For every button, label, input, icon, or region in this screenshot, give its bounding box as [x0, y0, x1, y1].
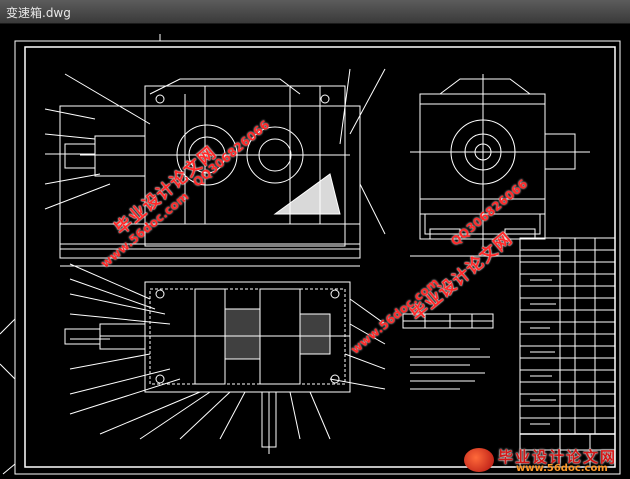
sheet-outer-border [14, 40, 621, 475]
logo-emblem-icon [464, 448, 494, 472]
logo-url-text: www.56doc.com [516, 463, 608, 474]
window-titlebar: 变速箱.dwg [0, 0, 630, 24]
front-view [44, 68, 386, 267]
drawing-canvas[interactable]: 毕业设计论文网 QQ306826066 www.56doc.com 毕业设计论文… [0, 24, 630, 479]
cad-drawing [0, 34, 621, 475]
section-view [64, 263, 386, 454]
title-block [519, 237, 616, 468]
window-title: 变速箱.dwg [6, 6, 71, 20]
side-view [410, 74, 590, 257]
tech-table [402, 313, 494, 390]
logo-cn-text: 毕业设计论文网 [498, 448, 618, 466]
site-logo: 毕业设计论文网 www.56doc.com [458, 446, 628, 476]
